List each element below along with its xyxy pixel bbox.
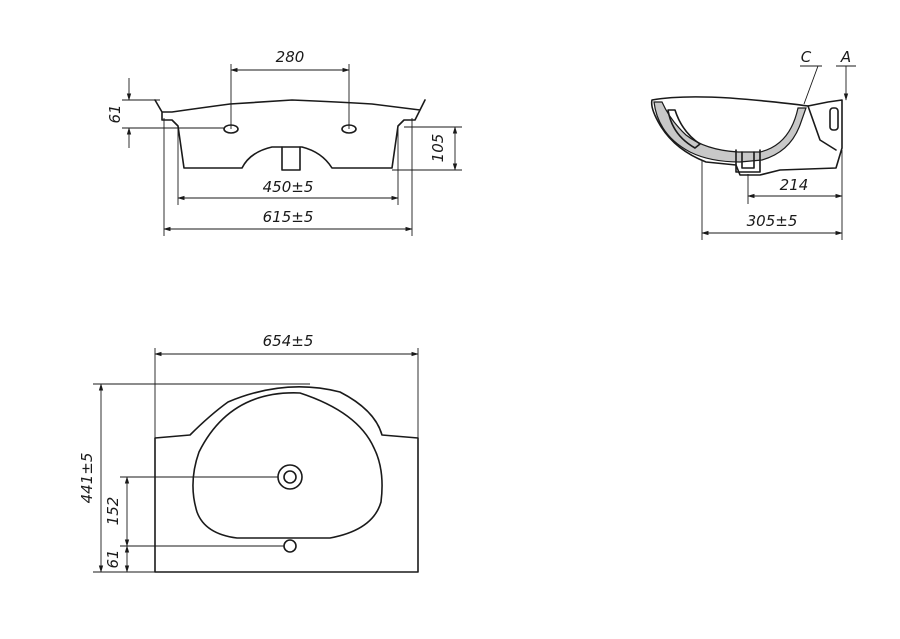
front-view-outline bbox=[154, 99, 426, 169]
top-view: 654±5 441±5 152 61 bbox=[78, 332, 419, 573]
dim-inner-width: 450±5 bbox=[263, 178, 314, 196]
front-view-drain bbox=[281, 146, 301, 171]
dim-overall-width: 654±5 bbox=[263, 332, 314, 350]
front-view: 280 61 105 450±5 615±5 bbox=[106, 48, 462, 236]
label-a: A bbox=[840, 48, 851, 66]
dim-bowl-depth: 105 bbox=[429, 134, 447, 163]
top-view-tap-hole bbox=[283, 539, 297, 553]
side-view-drain bbox=[735, 149, 761, 173]
side-view-overflow-slot bbox=[667, 109, 701, 149]
dim-depth-inner: 214 bbox=[780, 176, 809, 194]
top-view-drain-outer bbox=[277, 464, 303, 490]
top-view-drain-inner bbox=[283, 470, 297, 484]
top-view-outline bbox=[154, 386, 419, 573]
dim-drain-offset: 152 bbox=[104, 497, 122, 526]
side-view-rear-wall bbox=[807, 105, 837, 151]
dim-rim-height: 61 bbox=[106, 104, 124, 123]
dim-outer-width: 615±5 bbox=[263, 208, 314, 226]
label-c: C bbox=[801, 48, 812, 66]
dim-depth-outer: 305±5 bbox=[747, 212, 798, 230]
side-view-outline bbox=[650, 96, 843, 176]
side-view-mount-slot bbox=[829, 107, 839, 131]
dim-hole-spacing: 280 bbox=[276, 48, 305, 66]
top-view-basin bbox=[192, 392, 383, 539]
side-view: C A 214 305±5 bbox=[650, 48, 856, 240]
dim-tap-offset: 61 bbox=[104, 549, 122, 568]
dim-overall-depth: 441±5 bbox=[78, 453, 96, 504]
